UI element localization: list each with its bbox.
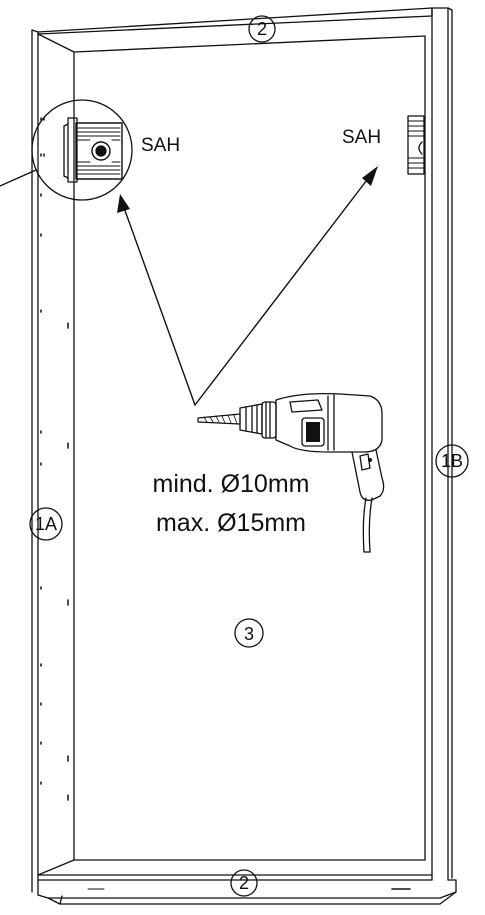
drill-max-diameter: max. Ø15mm <box>156 509 306 537</box>
cabinet-frame <box>31 7 457 905</box>
part-marker-right <box>435 444 469 478</box>
arrowhead-left <box>117 194 130 213</box>
drill-icon <box>197 392 385 553</box>
sah-label-left: SAH <box>141 135 180 156</box>
arrow-to-left-sah <box>122 204 196 406</box>
hanger-bracket-left <box>0 99 133 201</box>
arrowhead-right <box>362 166 378 186</box>
arrow-to-right-sah <box>194 175 371 406</box>
part-marker-top <box>248 15 276 43</box>
part-marker-back <box>234 618 264 648</box>
part-label-left: 1A <box>35 514 57 534</box>
part-marker-left <box>29 507 63 541</box>
part-label-right: 1B <box>441 451 463 471</box>
part-label-back: 3 <box>244 624 254 644</box>
hanger-bracket-right <box>407 115 425 175</box>
drill-min-diameter: mind. Ø10mm <box>153 470 310 498</box>
direction-arrows <box>122 175 371 406</box>
magnifier-circle <box>31 99 133 201</box>
part-label-top: 2 <box>257 19 267 39</box>
part-marker-bottom <box>230 869 258 897</box>
sah-label-right: SAH <box>342 127 381 148</box>
shelf-pin-holes <box>40 117 69 801</box>
magnifier-leader <box>0 169 37 187</box>
part-label-bottom: 2 <box>239 873 249 893</box>
